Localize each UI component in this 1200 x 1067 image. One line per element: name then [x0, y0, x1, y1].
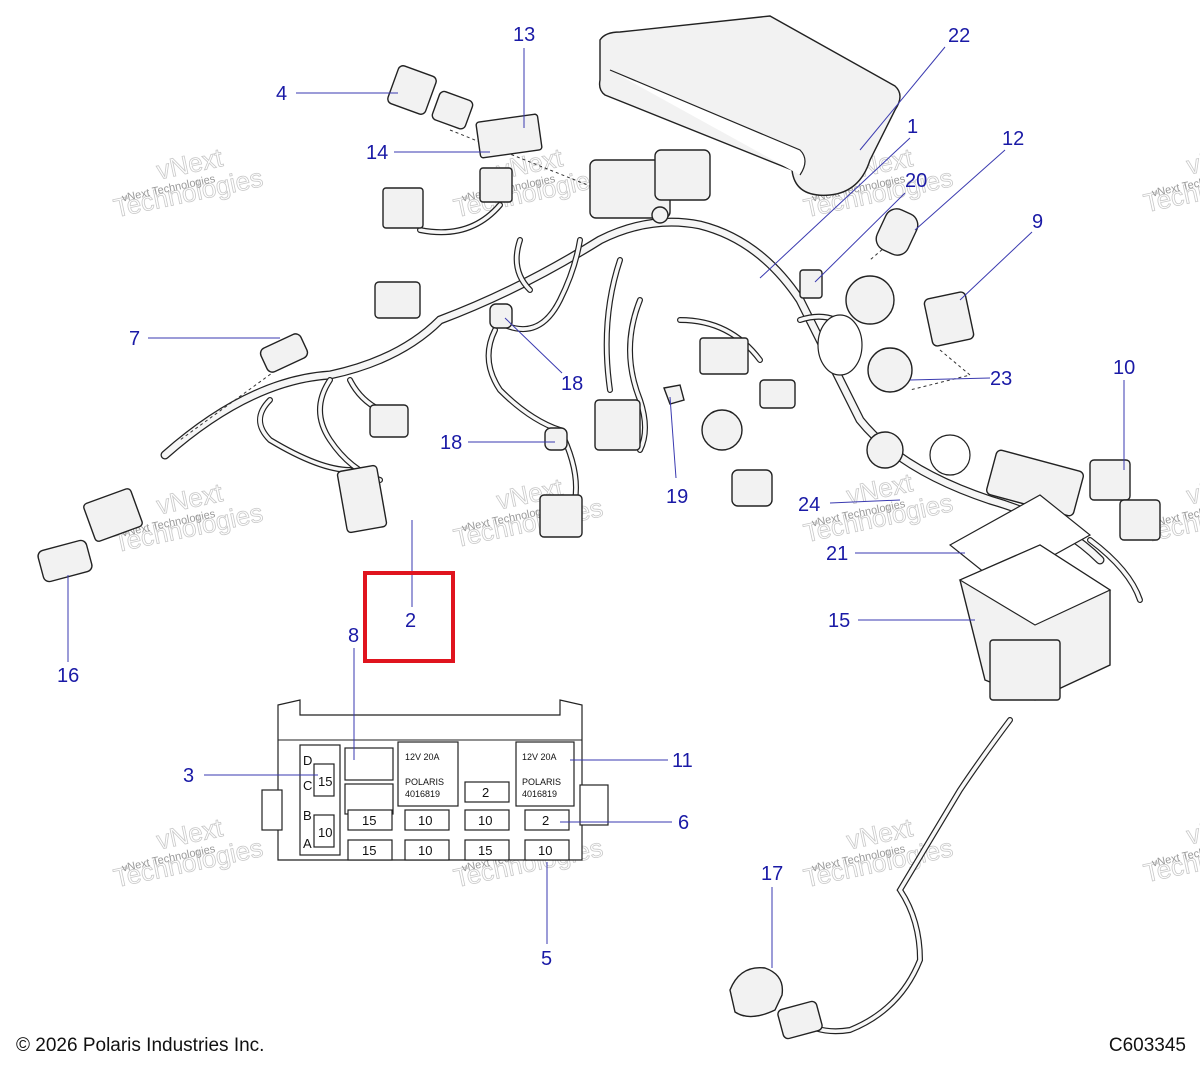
fuse-b-10c: 10: [478, 813, 492, 828]
callout-17: 17: [761, 863, 783, 885]
fuse-top-2: 2: [482, 785, 489, 800]
callout-9: 9: [1032, 211, 1043, 233]
connectors: [37, 65, 1161, 1040]
fuse-row-d: D: [303, 753, 312, 768]
callout-3: 3: [183, 765, 194, 787]
callout-20: 20: [905, 170, 927, 192]
callout-16: 16: [57, 665, 79, 687]
callouts: 1 2 3 4 5 6 7 8 9 10 11 12 13 14 15 16 1…: [57, 24, 1135, 970]
callout-5: 5: [541, 948, 552, 970]
fuse-box-detail: D C B A 15 10 12V 20A POLARIS 4016819 12…: [261, 699, 609, 861]
relay-part-right: 4016819: [522, 789, 557, 799]
callout-14: 14: [366, 142, 388, 164]
callout-6: 6: [678, 812, 689, 834]
fuse-row-c: C: [303, 778, 312, 793]
callout-13: 13: [513, 24, 535, 46]
callout-4: 4: [276, 83, 287, 105]
fuse-row-a: A: [303, 836, 312, 851]
leader-lines: [67, 46, 1125, 968]
callout-24: 24: [798, 494, 820, 516]
fuse-b-2: 2: [542, 813, 549, 828]
callout-21: 21: [826, 543, 848, 565]
callout-11: 11: [672, 750, 693, 772]
fuse-b-10: 10: [318, 825, 332, 840]
relay-brand-right: POLARIS: [522, 777, 561, 787]
svg-text:vNext: vNext: [1184, 467, 1200, 510]
svg-text:vNext: vNext: [1184, 807, 1200, 850]
harness-cover-part-22: [598, 15, 901, 196]
callout-19: 19: [666, 486, 688, 508]
callout-12: 12: [1002, 128, 1024, 150]
callout-2: 2: [405, 610, 416, 632]
relay-part-left: 4016819: [405, 789, 440, 799]
callout-10: 10: [1113, 357, 1135, 379]
fuse-a-15b: 15: [478, 843, 492, 858]
callout-1: 1: [907, 116, 918, 138]
callout-23: 23: [990, 368, 1012, 390]
fuse-row-b: B: [303, 808, 312, 823]
callout-15: 15: [828, 610, 850, 632]
callout-8: 8: [348, 625, 359, 647]
fuse-b-10b: 10: [418, 813, 432, 828]
svg-text:vNext: vNext: [1184, 137, 1200, 180]
copyright-notice: © 2026 Polaris Industries Inc.: [16, 1035, 265, 1056]
callout-2-highlight-box: [363, 571, 455, 663]
fuse-a-15: 15: [362, 843, 376, 858]
fuse-a-10: 10: [418, 843, 432, 858]
callout-18-upper: 18: [561, 373, 583, 395]
callout-7: 7: [129, 328, 140, 350]
diagram-code: C603345: [1108, 1035, 1186, 1056]
fuse-d-15: 15: [318, 774, 332, 789]
callout-18-lower: 18: [440, 432, 462, 454]
relay-rating-right: 12V 20A: [522, 752, 557, 762]
relay-brand-left: POLARIS: [405, 777, 444, 787]
fuse-a-10b: 10: [538, 843, 552, 858]
callout-22: 22: [948, 25, 970, 47]
fuse-b-15: 15: [362, 813, 376, 828]
relay-rating-left: 12V 20A: [405, 752, 440, 762]
